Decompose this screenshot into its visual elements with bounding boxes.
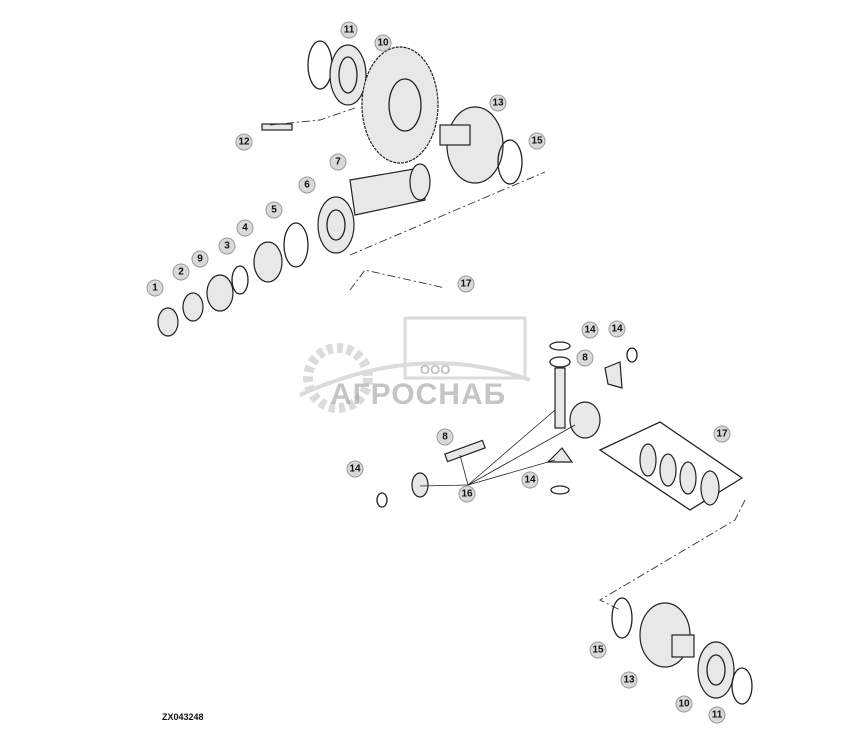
callout-labels: 11 10 12 13 7 15 6 5 4 3 9 2 1 17 14 14 … — [146, 21, 731, 724]
svg-text:14: 14 — [524, 475, 536, 486]
svg-text:2: 2 — [178, 267, 184, 278]
svg-text:16: 16 — [461, 489, 473, 500]
callout: 11 — [340, 21, 358, 39]
callout: 8 — [576, 349, 594, 367]
svg-text:11: 11 — [712, 710, 723, 721]
svg-text:15: 15 — [531, 136, 543, 147]
callout: 15 — [528, 132, 546, 150]
watermark-logo — [299, 316, 531, 413]
svg-text:13: 13 — [623, 675, 635, 686]
callout: 11 — [708, 706, 726, 724]
callout: 7 — [329, 153, 347, 171]
svg-text:8: 8 — [442, 432, 448, 443]
svg-text:14: 14 — [584, 325, 596, 336]
callout: 17 — [457, 275, 475, 293]
callout: 9 — [191, 250, 209, 268]
callout: 13 — [489, 94, 507, 112]
svg-text:1: 1 — [152, 283, 158, 294]
svg-text:17: 17 — [716, 429, 728, 440]
watermark-name: АГРОСНАБ — [330, 378, 507, 411]
svg-text:14: 14 — [611, 324, 623, 335]
svg-text:10: 10 — [377, 38, 389, 49]
callout: 10 — [675, 695, 693, 713]
callout: 5 — [265, 201, 283, 219]
svg-text:10: 10 — [678, 699, 690, 710]
svg-text:4: 4 — [242, 223, 248, 234]
watermark-prefix: ООО — [420, 362, 451, 377]
callout: 13 — [620, 671, 638, 689]
callout: 14 — [581, 321, 599, 339]
callout: 14 — [521, 471, 539, 489]
callout: 16 — [458, 485, 476, 503]
svg-text:5: 5 — [271, 205, 277, 216]
svg-text:13: 13 — [492, 98, 504, 109]
drawing-code: ZX043248 — [162, 712, 204, 722]
callout: 3 — [218, 237, 236, 255]
svg-text:6: 6 — [304, 180, 310, 191]
callout: 14 — [346, 460, 364, 478]
callout: 4 — [236, 219, 254, 237]
callout: 15 — [589, 641, 607, 659]
differential-internals — [376, 341, 744, 511]
callout: 10 — [374, 34, 392, 52]
svg-text:12: 12 — [238, 137, 250, 148]
svg-text:14: 14 — [349, 464, 361, 475]
callout: 8 — [436, 428, 454, 446]
upper-assembly — [157, 40, 523, 337]
callout: 1 — [146, 279, 164, 297]
svg-text:11: 11 — [344, 25, 355, 36]
svg-text:7: 7 — [335, 157, 341, 168]
differential-case — [611, 597, 753, 705]
callout: 17 — [713, 425, 731, 443]
svg-text:3: 3 — [224, 241, 230, 252]
svg-text:9: 9 — [197, 254, 203, 265]
svg-text:17: 17 — [460, 279, 472, 290]
callout: 6 — [298, 176, 316, 194]
svg-text:15: 15 — [592, 645, 604, 656]
callout: 12 — [235, 133, 253, 151]
svg-text:8: 8 — [582, 353, 588, 364]
callout: 14 — [608, 320, 626, 338]
callout: 2 — [172, 263, 190, 281]
